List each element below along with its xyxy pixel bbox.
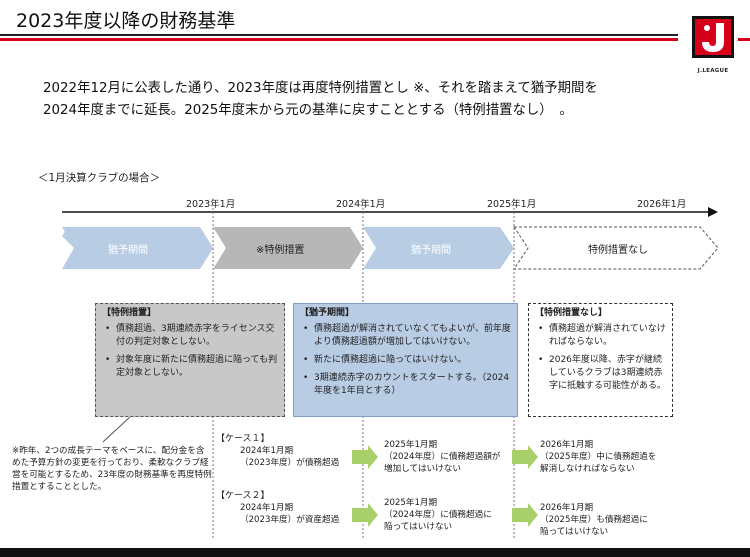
case2-arrow-2 [512, 503, 538, 527]
year-label-2024: 2024年1月 [336, 199, 386, 210]
phase-label-grace-2: 猶予期間 [411, 245, 451, 256]
case1-arrow-1 [352, 445, 378, 469]
phase-label-grace-1: 猶予期間 [108, 245, 148, 256]
phase-arrow-grace-2 [363, 227, 514, 269]
footnote: ※昨年、2つの成長テーマをベースに、配分金を含めた予算方針の変更を行っており、柔… [12, 446, 212, 492]
grace-period-item: 3期連続赤字のカウントをスタートする。（2024年度を1年目とする） [303, 372, 511, 398]
intro-line-1: 2022年12月に公表した通り、2023年度は再度特例措置とし ※、それを踏まえ… [43, 81, 598, 96]
year-label-2025: 2025年1月 [487, 199, 537, 210]
special-measure-item: 対象年度に新たに債務超過に陥っても判定対象としない。 [105, 354, 278, 380]
case1-cell-2026: 2026年1月期 （2025年度）中に債務超過を 解消しなければならない [540, 440, 657, 474]
diagram-caption: ＜1月決算クラブの場合＞ [38, 172, 161, 184]
case2-cell-2024: 2024年1月期 （2023年度）が資産超過 [240, 503, 340, 525]
jleague-logo: J.LEAGUE [690, 14, 736, 74]
grace-period-box: 【猶予期間】 債務超過が解消されていなくてもよいが、前年度より債務超過額が増加し… [293, 303, 518, 417]
phase-label-special: ※特例措置 [256, 245, 305, 256]
phase-label-none: 特例措置なし [588, 245, 648, 256]
intro-text: 2022年12月に公表した通り、2023年度は再度特例措置とし ※、それを踏まえ… [43, 78, 723, 122]
header-rule-black [0, 34, 678, 36]
case1-cell-2025: 2025年1月期 （2024年度）に債務超過額が 増加してはいけない [384, 440, 501, 474]
phase-arrow-special [213, 227, 363, 269]
no-special-measure-heading: 【特例措置なし】 [535, 308, 608, 318]
header-rule-red-right [738, 38, 750, 41]
no-special-measure-box: 【特例措置なし】 債務超過が解消されていなければならない。 2026年度以降、赤… [528, 303, 673, 417]
note-connector [102, 416, 131, 443]
no-special-measure-item: 債務超過が解消されていなければならない。 [538, 323, 666, 349]
case1-arrow-2 [512, 445, 538, 469]
header-rule-red [0, 38, 678, 41]
grace-period-item: 債務超過が解消されていなくてもよいが、前年度より債務超過額が増加してはいけない。 [303, 323, 511, 349]
case2-cell-2026: 2026年1月期 （2025年度）も債務超過に 陥ってはいけない [540, 503, 648, 537]
timeline-arrowhead [708, 207, 718, 217]
page-title: 2023年度以降の財務基準 [16, 10, 236, 32]
footer-bar [0, 548, 750, 557]
phase-arrow-grace-1b [62, 227, 213, 269]
jleague-logo-text: J.LEAGUE [697, 68, 729, 74]
case2-cell-2025: 2025年1月期 （2024年度）に債務超過に 陥ってはいけない [384, 498, 492, 532]
no-special-measure-item: 2026年度以降、赤字が継続しているクラブは3期連続赤字に抵触する可能性がある。 [538, 354, 666, 393]
phase-arrow-none [513, 226, 719, 270]
case1-label: 【ケース１】 [216, 434, 270, 444]
grace-period-heading: 【猶予期間】 [300, 308, 355, 318]
special-measure-box: 【特例措置】 債務超過、3期連続赤字をライセンス交付の判定対象としない。 対象年… [95, 303, 285, 417]
year-label-2023: 2023年1月 [186, 199, 236, 210]
year-label-2026: 2026年1月 [637, 199, 687, 210]
case1-cell-2024: 2024年1月期 （2023年度）が債務超過 [240, 446, 340, 468]
case2-arrow-1 [352, 503, 378, 527]
intro-line-2: 2024年度までに延長。2025年度末から元の基準に戻すこととする（特例措置なし… [43, 103, 573, 118]
grace-period-item: 新たに債務超過に陥ってはいけない。 [303, 354, 511, 367]
special-measure-item: 債務超過、3期連続赤字をライセンス交付の判定対象としない。 [105, 323, 278, 349]
case2-label: 【ケース２】 [216, 491, 270, 501]
special-measure-heading: 【特例措置】 [102, 308, 157, 318]
